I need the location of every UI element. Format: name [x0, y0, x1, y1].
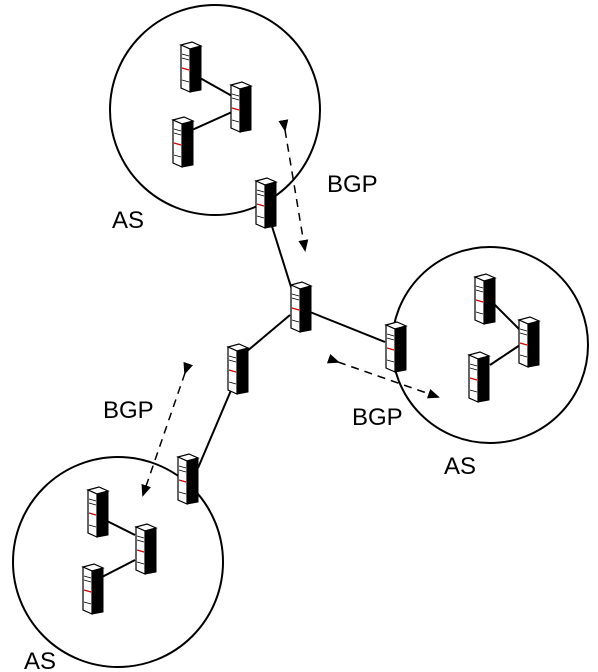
backbone-link	[245, 314, 291, 353]
server-icon	[255, 177, 277, 229]
link	[489, 344, 521, 366]
server-icon	[135, 523, 157, 575]
backbone-link	[197, 387, 233, 469]
bgp-label-top: BGP	[327, 171, 378, 198]
server-icon	[385, 321, 407, 373]
link	[104, 519, 136, 536]
as-label-top: AS	[112, 207, 144, 234]
as-label-bottom: AS	[24, 648, 56, 672]
server-icon	[290, 281, 312, 333]
link	[191, 111, 233, 131]
server-icon	[474, 273, 496, 325]
bgp-label-left: BGP	[103, 397, 154, 424]
server-icon	[177, 453, 199, 505]
server-icon	[172, 116, 194, 168]
backbone-link	[269, 219, 293, 291]
link	[99, 559, 136, 579]
as-label-right: AS	[444, 453, 476, 480]
server-icon	[180, 41, 202, 93]
link	[491, 301, 521, 331]
server-icon	[87, 486, 109, 538]
link	[199, 77, 233, 97]
server-icon	[82, 563, 104, 615]
server-icon	[468, 351, 490, 403]
server-icon	[518, 316, 540, 368]
server-icon	[230, 81, 252, 133]
as-circle-top	[109, 4, 321, 216]
bgp-arrow-right	[326, 353, 440, 399]
as-circle-bottom	[12, 456, 224, 668]
bgp-label-right: BGP	[352, 404, 403, 431]
backbone-link	[309, 311, 386, 343]
bgp-arrow-top	[278, 119, 309, 252]
bgp-arrow-left	[141, 361, 193, 497]
server-icon	[227, 343, 249, 395]
